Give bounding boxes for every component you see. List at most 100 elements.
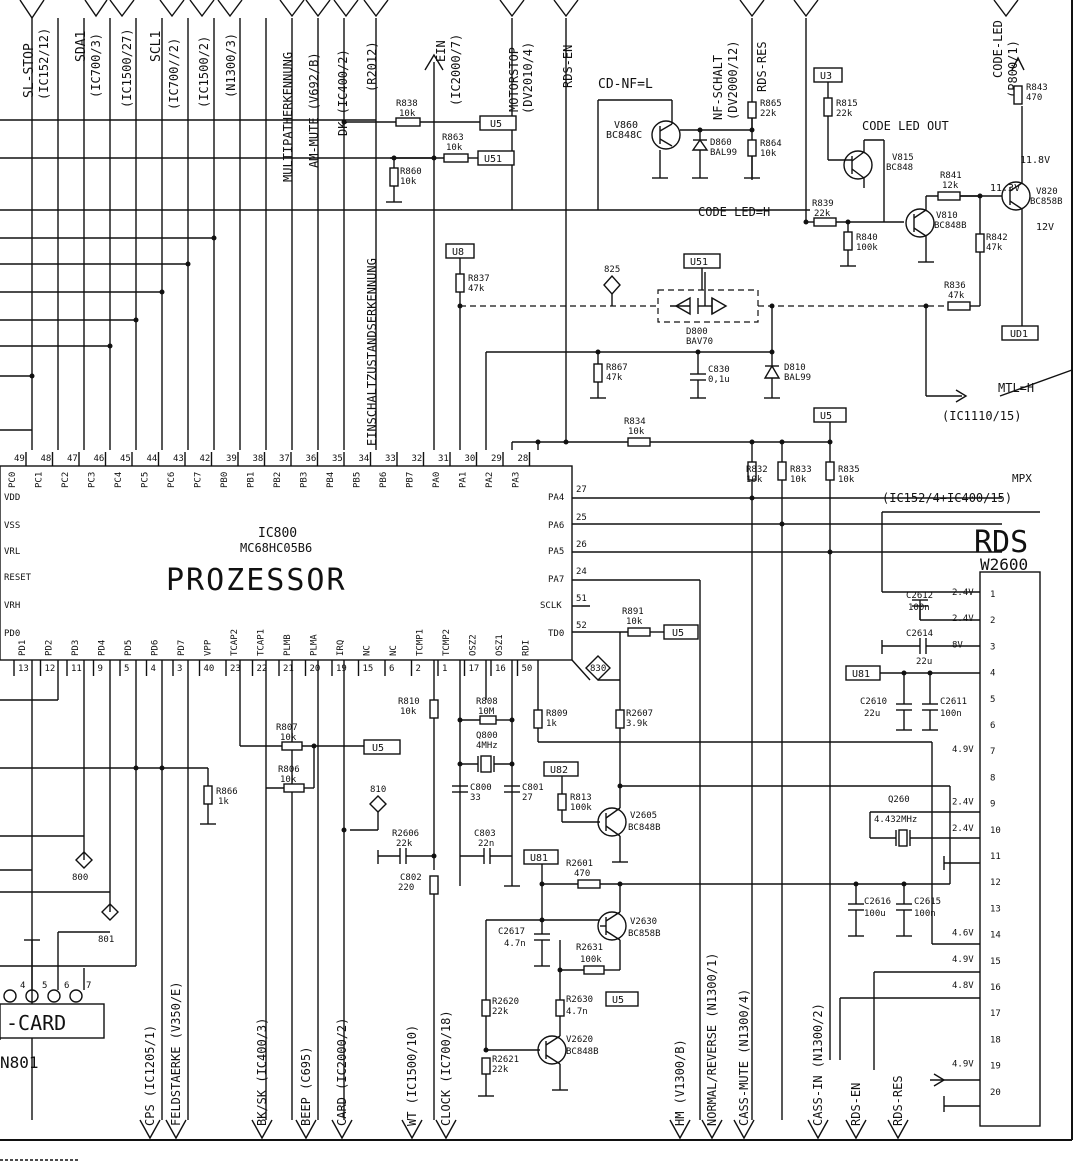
v810-group: R839 22k R840 100k V810 BC848B: [803, 160, 980, 267]
label-c830: C830: [708, 365, 730, 375]
value-r839: 22k: [814, 209, 831, 219]
card-pin-6: 6: [64, 981, 69, 991]
label-d860: D860: [710, 138, 732, 148]
label-code-led-out: CODE LED OUT: [862, 119, 949, 133]
rds-pin-voltage-10: 2.4V: [952, 824, 974, 834]
proc-pinno-bottom-9: 9: [98, 664, 103, 674]
label-r2620: R2620: [492, 997, 519, 1007]
label-tp825: 825: [604, 265, 620, 275]
bottom-signal-arrow-8: [701, 1119, 723, 1140]
bottom-signal-arrow-9: [733, 1119, 755, 1140]
proc-pinno-bottom-19: 19: [336, 664, 347, 674]
proc-pinno-bottom-4: 4: [151, 664, 156, 674]
proc-pinno-bottom-2: 2: [416, 664, 421, 674]
value-r2631: 100k: [580, 955, 602, 965]
value-c2611: 100n: [940, 709, 962, 719]
rds-pin-6: 6: [990, 721, 995, 731]
value-r806: 10k: [280, 775, 297, 785]
proc-pin-top-pc3: PC3: [88, 472, 98, 488]
v820-group: R841 12k R842 47k V820 BC858B R843 470 U…: [937, 83, 1063, 341]
net-u81-a: U81: [530, 853, 548, 864]
value-r860: 10k: [400, 177, 417, 187]
sig-ic1500-2: (IC1500/2): [197, 36, 211, 108]
value-r891: 10k: [626, 617, 643, 627]
value-r832: 10k: [746, 475, 763, 485]
value-v810: BC848B: [934, 221, 967, 231]
proc-pin-bottom-nc-13: NC: [363, 645, 373, 656]
rds-pin-7: 7: [990, 747, 995, 757]
label-r815: R815: [836, 99, 858, 109]
proc-pin-pa6: PA6: [548, 521, 564, 531]
rds-module: RDS W2600: [881, 511, 1041, 1127]
rds-pin-18: 18: [990, 1035, 1001, 1045]
proc-pinno-bottom-50: 50: [522, 664, 533, 674]
proc-pinno-top-48: 48: [41, 454, 52, 464]
value-c2612: 100n: [908, 603, 930, 613]
label-q800: Q800: [476, 731, 498, 741]
label-v113: 11.3V: [990, 183, 1020, 194]
proc-pinno-bottom-12: 12: [45, 664, 56, 674]
bottom-signal-labels: CPS (IC1205/1)FELDSTAERKE (V350/E)BK/SK …: [139, 953, 909, 1140]
value-r813: 220: [398, 883, 414, 893]
bottom-signal-arrow-10: [807, 1119, 829, 1140]
label-tp801: 801: [98, 935, 114, 945]
top-connector-arrows: [19, 0, 1025, 71]
proc-pin-bottom-rdi-19: RDI: [522, 640, 532, 656]
value-d810: BAL99: [784, 373, 811, 383]
value-r864: 10k: [760, 149, 777, 159]
value-r815: 22k: [836, 109, 853, 119]
value-r833: 10k: [790, 475, 807, 485]
label-r860: R860: [400, 167, 422, 177]
value-r808: 10M: [478, 707, 495, 717]
label-c800: C800: [470, 783, 492, 793]
label-r866: R866: [216, 787, 238, 797]
top-bus-wires: [0, 18, 810, 450]
value-r843: 470: [1026, 93, 1042, 103]
label-r835: R835: [838, 465, 860, 475]
card-pin-7: 7: [86, 981, 91, 991]
proc-pin-top-pb6: PB6: [379, 472, 389, 488]
label-rds: RDS: [974, 525, 1028, 560]
label-c801: C801: [522, 783, 544, 793]
proc-pinno-52: 52: [576, 621, 587, 631]
label-r836: R836: [944, 281, 966, 291]
sig-sda1: SDA1: [74, 31, 89, 62]
label-r842: R842: [986, 233, 1008, 243]
proc-part: MC68HC05B6: [240, 541, 312, 555]
value-r867: 47k: [606, 373, 623, 383]
value-r2601: 470: [574, 869, 590, 879]
label-einschalt: EINSCHALTZUSTANDSERKENNUNG: [365, 258, 379, 446]
label-r834: R834: [624, 417, 646, 427]
value-c2614: 22u: [916, 657, 932, 667]
sig-nf-schalt: NF-SCHALT: [711, 55, 725, 120]
label-n801: N801: [0, 1053, 39, 1072]
bottom-signal-4: CARD (IC2000/2): [335, 1018, 349, 1126]
label-r808: R808: [476, 697, 498, 707]
label-tp830: 830: [590, 664, 606, 674]
sig-nf-schalt-ref: (DV2000/12): [726, 41, 740, 120]
value-c2617: 4.7n: [504, 939, 526, 949]
value-r840: 100k: [856, 243, 878, 253]
proc-pinno-27: 27: [576, 485, 587, 495]
sig-rds-en-top: RDS-EN: [561, 45, 575, 88]
rds-pin-15: 15: [990, 957, 1001, 967]
label-c2614: C2614: [906, 629, 933, 639]
value-c800: 33: [470, 793, 481, 803]
proc-pin-bottom-vpp-7: VPP: [204, 639, 214, 656]
proc-pin-bottom-pd6-5: PD6: [151, 640, 161, 656]
rds-pin-12: 12: [990, 878, 1001, 888]
label-c2611: C2611: [940, 697, 967, 707]
net-u51-a: U51: [484, 154, 502, 165]
label-r2606: R813: [570, 793, 592, 803]
bottom-signal-arrow-3: [295, 1119, 317, 1140]
proc-pin-bottom-tcmp2-16: TCMP2: [442, 629, 452, 656]
proc-pinno-24: 24: [576, 567, 587, 577]
rds-pin-8: 8: [990, 773, 995, 783]
value-r834: 10k: [628, 427, 645, 437]
proc-pinno-bottom-1: 1: [442, 664, 447, 674]
label-r2607: R2607: [626, 709, 653, 719]
bottom-signal-arrow-6: [435, 1119, 457, 1140]
sig-code-led: CODE-LED: [991, 20, 1005, 78]
